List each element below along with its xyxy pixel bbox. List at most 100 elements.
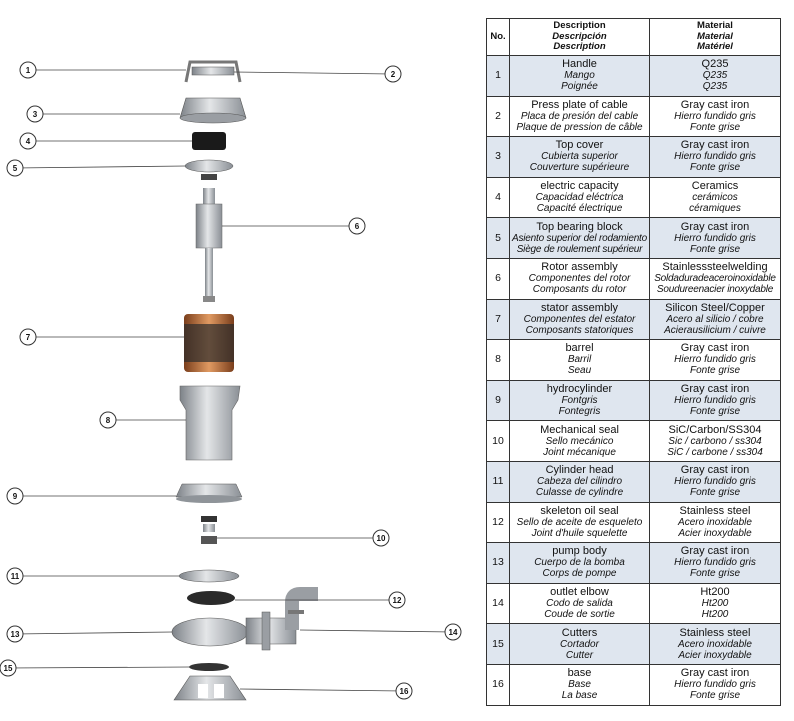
callout-circle bbox=[6, 625, 24, 643]
desc-line: Capacidad eléctrica bbox=[535, 192, 624, 204]
mat-line: Q235 bbox=[702, 70, 728, 82]
mat-line: Acero al silicio / cobre bbox=[666, 313, 764, 325]
desc-line: Cutters bbox=[561, 626, 598, 639]
desc-line: Capacité électrique bbox=[536, 203, 623, 215]
callout-number: 16 bbox=[400, 687, 409, 696]
callout-circle bbox=[0, 659, 17, 677]
mat-line: Ht200 bbox=[701, 598, 729, 610]
callout-leader-line bbox=[299, 629, 454, 633]
mat-line: Ht200 bbox=[701, 609, 729, 621]
row-number: 11 bbox=[486, 460, 510, 503]
callout-number: 10 bbox=[377, 534, 386, 543]
desc-line: Rotor assembly bbox=[541, 261, 618, 274]
mat-line: Hierro fundido gris bbox=[674, 395, 756, 407]
desc-line: Fontegris bbox=[558, 406, 601, 418]
mat-line: Gray cast iron bbox=[680, 464, 750, 477]
mat-line: Hierro fundido gris bbox=[674, 232, 756, 244]
mat-line: Soldaduradeaceroinoxidable bbox=[654, 273, 776, 285]
desc-line: Top cover bbox=[555, 139, 604, 152]
desc-line: Corps de pompe bbox=[542, 568, 617, 580]
callout-leader-line bbox=[7, 666, 190, 669]
callout-circle bbox=[444, 623, 462, 641]
callout-circle bbox=[395, 682, 413, 700]
row-number: 7 bbox=[486, 298, 510, 341]
mat-line: Acierausilicium / cuivre bbox=[664, 324, 766, 336]
part-handle bbox=[184, 60, 242, 83]
desc-line: Composants statoriques bbox=[525, 324, 634, 336]
part-impeller bbox=[187, 591, 235, 605]
callout-number: 13 bbox=[11, 630, 20, 639]
mat-line: Fonte grise bbox=[689, 406, 741, 418]
mat-line: Hierro fundido gris bbox=[674, 354, 756, 366]
mat-line: SiC/Carbon/SS304 bbox=[668, 423, 762, 436]
desc-line: Placa de presión del cable bbox=[520, 110, 639, 122]
mat-line: Hierro fundido gris bbox=[674, 679, 756, 691]
mat-line: Soudureenacier inoxydable bbox=[656, 284, 774, 296]
desc-line: Codo de salida bbox=[546, 598, 613, 610]
desc-line: Componentes del rotor bbox=[528, 273, 631, 285]
callout-circle bbox=[384, 65, 402, 83]
callout-number: 6 bbox=[355, 222, 360, 231]
desc-line: Press plate of cable bbox=[531, 98, 628, 111]
header-description: Description Descripción Description bbox=[509, 18, 650, 56]
callout-circle bbox=[19, 328, 37, 346]
row-number: 15 bbox=[486, 623, 510, 665]
part-stator-assembly bbox=[184, 314, 234, 372]
mat-line: Sic / carbono / ss304 bbox=[668, 435, 762, 447]
part-top-cover bbox=[179, 97, 247, 124]
desc-line: Sello mecánico bbox=[545, 435, 614, 447]
callout-circle bbox=[26, 105, 44, 123]
mat-line: Fonte grise bbox=[689, 365, 741, 377]
desc-line: Mango bbox=[564, 70, 595, 82]
desc-line: Top bearing block bbox=[536, 220, 623, 233]
mat-line: Gray cast iron bbox=[680, 139, 750, 152]
row-number: 4 bbox=[486, 176, 510, 219]
part-mechanical-seal bbox=[201, 516, 217, 544]
callout-circle bbox=[372, 529, 390, 547]
desc-line: Base bbox=[568, 679, 591, 691]
row-number: 10 bbox=[486, 420, 510, 462]
desc-line: Plaque de pression de câble bbox=[516, 121, 643, 133]
mat-line: Fonte grise bbox=[689, 568, 741, 580]
row-number: 13 bbox=[486, 542, 510, 584]
desc-line: Culasse de cylindre bbox=[535, 487, 624, 499]
part-top-bearing-block bbox=[184, 159, 234, 180]
mat-line: Acero inoxidable bbox=[678, 638, 752, 650]
desc-line: Asiento superior del rodamiento bbox=[512, 232, 647, 244]
callout-number: 4 bbox=[26, 137, 31, 146]
mat-line: Gray cast iron bbox=[680, 98, 750, 111]
mat-line: Hierro fundido gris bbox=[674, 557, 756, 569]
desc-line: Cuerpo de la bomba bbox=[534, 557, 625, 569]
desc-line: Fontgris bbox=[561, 395, 598, 407]
callout-leader-line bbox=[14, 165, 186, 169]
row-number: 3 bbox=[486, 136, 510, 178]
part-pump-body bbox=[171, 587, 318, 651]
mat-line: céramiques bbox=[689, 203, 741, 215]
